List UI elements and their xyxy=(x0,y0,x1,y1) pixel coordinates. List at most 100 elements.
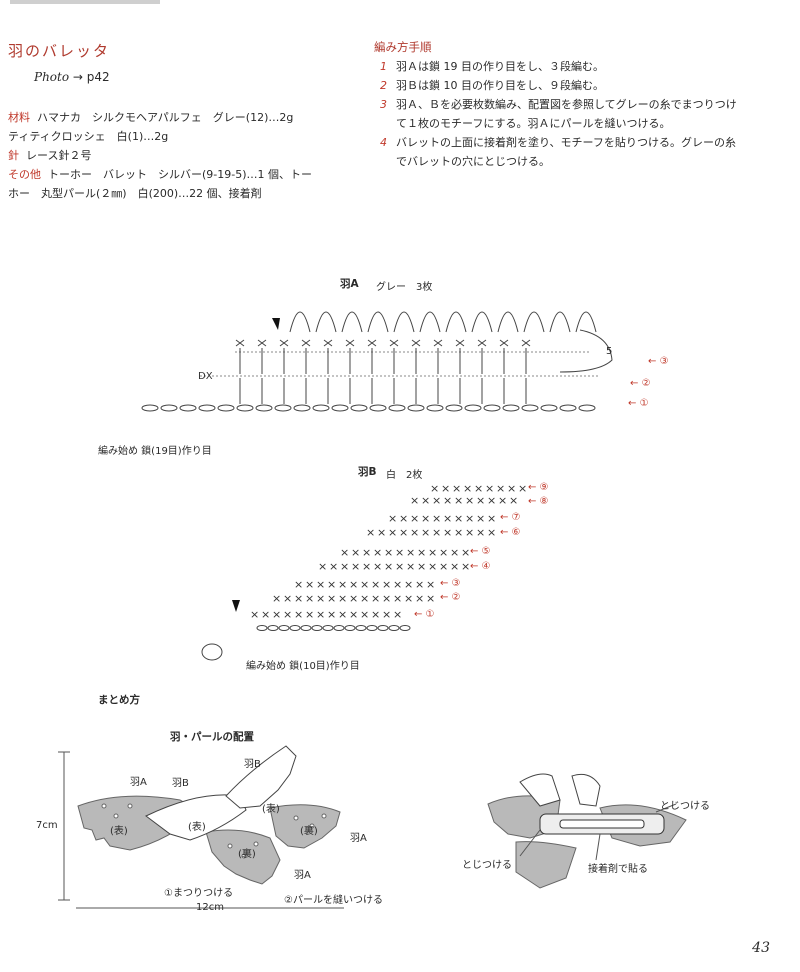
photo-label: Photo xyxy=(34,70,70,84)
svg-text:×: × xyxy=(421,494,430,507)
turn-count: 5 xyxy=(606,346,613,357)
svg-text:×: × xyxy=(509,494,518,507)
svg-text:×: × xyxy=(294,608,303,621)
svg-text:×: × xyxy=(316,578,325,591)
svg-text:×: × xyxy=(261,608,270,621)
steps-title: 編み方手順 xyxy=(374,40,432,54)
svg-text:×: × xyxy=(465,526,474,539)
materials-text-2: ティティクロッシェ 白(1)…2g xyxy=(8,130,169,143)
svg-text:×: × xyxy=(417,560,426,573)
svg-text:×: × xyxy=(327,578,336,591)
other-line-2: ホー 丸型パール(２㎜) 白(200)…22 個、接着剤 xyxy=(8,184,262,203)
svg-text:×: × xyxy=(388,512,397,525)
svg-text:×: × xyxy=(428,546,437,559)
needle-label: 針 xyxy=(8,149,19,162)
svg-text:×: × xyxy=(443,494,452,507)
chart-b-row-label: ← ⑦ xyxy=(500,512,521,523)
svg-text:×: × xyxy=(272,608,281,621)
svg-text:×: × xyxy=(305,592,314,605)
svg-text:×: × xyxy=(395,546,404,559)
needle-text: レース針２号 xyxy=(26,149,92,162)
svg-text:×: × xyxy=(404,592,413,605)
chart-b-row-label: ← ④ xyxy=(470,561,491,572)
step-text: 羽Ａ、Ｂを必要枚数編み、配置図を参照してグレーの糸でまつりつけ xyxy=(396,98,737,111)
step-3-cont: て１枚のモチーフにする。羽Ａにパールを縫いつける。 xyxy=(380,114,790,133)
svg-text:×: × xyxy=(294,578,303,591)
svg-text:×: × xyxy=(432,526,441,539)
svg-text:×: × xyxy=(373,560,382,573)
svg-text:×: × xyxy=(393,608,402,621)
step-text: て１枚のモチーフにする。羽Ａにパールを縫いつける。 xyxy=(396,117,671,130)
svg-text:×: × xyxy=(463,482,472,495)
svg-text:×: × xyxy=(340,546,349,559)
svg-text:×: × xyxy=(410,526,419,539)
svg-text:×: × xyxy=(487,526,496,539)
svg-text:DX: DX xyxy=(198,371,213,382)
other-text: トーホー バレット シルバー(9-19-5)…1 個、トー xyxy=(48,168,313,181)
svg-text:×: × xyxy=(338,608,347,621)
svg-text:×: × xyxy=(443,526,452,539)
label-ura-2: (裏) xyxy=(238,849,256,860)
svg-text:×: × xyxy=(384,560,393,573)
svg-text:×: × xyxy=(461,546,470,559)
svg-text:×: × xyxy=(465,494,474,507)
step-4-cont: でバレットの穴にとじつける。 xyxy=(380,152,790,171)
start-marker-b-icon xyxy=(232,600,240,612)
step-text: バレットの上面に接着剤を塗り、モチーフを貼りつける。グレーの糸 xyxy=(396,136,737,149)
svg-text:×: × xyxy=(410,494,419,507)
svg-text:×: × xyxy=(417,546,426,559)
svg-text:×: × xyxy=(439,560,448,573)
step-number: 1 xyxy=(380,60,387,73)
svg-text:×: × xyxy=(485,482,494,495)
svg-text:×: × xyxy=(351,560,360,573)
svg-text:×: × xyxy=(441,482,450,495)
svg-text:×: × xyxy=(432,494,441,507)
dimension-height: 7cm xyxy=(36,820,58,831)
svg-text:×: × xyxy=(349,608,358,621)
other-text-2: ホー 丸型パール(２㎜) 白(200)…22 個、接着剤 xyxy=(8,187,262,200)
page-number: 43 xyxy=(752,940,770,956)
svg-text:×: × xyxy=(393,592,402,605)
svg-text:×: × xyxy=(404,578,413,591)
label-hane-a-3: 羽A xyxy=(294,870,311,881)
svg-text:×: × xyxy=(384,546,393,559)
svg-text:×: × xyxy=(377,526,386,539)
svg-text:×: × xyxy=(426,592,435,605)
materials-label: 材料 xyxy=(8,111,30,124)
start-marker-icon xyxy=(272,318,280,330)
svg-text:×: × xyxy=(415,578,424,591)
chart-a-title: 羽A xyxy=(340,278,359,290)
chart-b-row-label: ← ⑨ xyxy=(528,482,549,493)
svg-text:×: × xyxy=(327,608,336,621)
svg-text:×: × xyxy=(382,608,391,621)
step-text: 羽Ｂは鎖 10 目の作り目をし、９段編む。 xyxy=(396,79,604,92)
label-omote-1: (表) xyxy=(262,804,280,815)
label-hane-b-1: 羽B xyxy=(172,778,189,789)
chart-b-title: 羽B xyxy=(358,466,377,478)
svg-text:×: × xyxy=(340,560,349,573)
svg-text:×: × xyxy=(465,512,474,525)
label-omote-3: (表) xyxy=(110,826,128,837)
svg-text:×: × xyxy=(487,494,496,507)
chart-b-row-label: ← ⑥ xyxy=(500,527,521,538)
svg-text:×: × xyxy=(454,526,463,539)
row-label: ③ xyxy=(659,356,669,367)
svg-text:×: × xyxy=(349,578,358,591)
step-number: 4 xyxy=(380,136,387,149)
photo-reference: Photo → p42 xyxy=(34,70,110,84)
svg-text:×: × xyxy=(439,546,448,559)
assembly-title: まとめ方 xyxy=(98,694,140,706)
photo-page: p42 xyxy=(86,70,110,84)
svg-text:×: × xyxy=(318,560,327,573)
chart-b-row-label: ← ⑧ xyxy=(528,496,549,507)
svg-text:×: × xyxy=(399,512,408,525)
step-4: 4 バレットの上面に接着剤を塗り、モチーフを貼りつける。グレーの糸 xyxy=(380,133,790,152)
svg-text:×: × xyxy=(360,578,369,591)
svg-text:×: × xyxy=(283,592,292,605)
label-hane-a: 羽A xyxy=(130,777,147,788)
svg-text:×: × xyxy=(518,482,527,495)
